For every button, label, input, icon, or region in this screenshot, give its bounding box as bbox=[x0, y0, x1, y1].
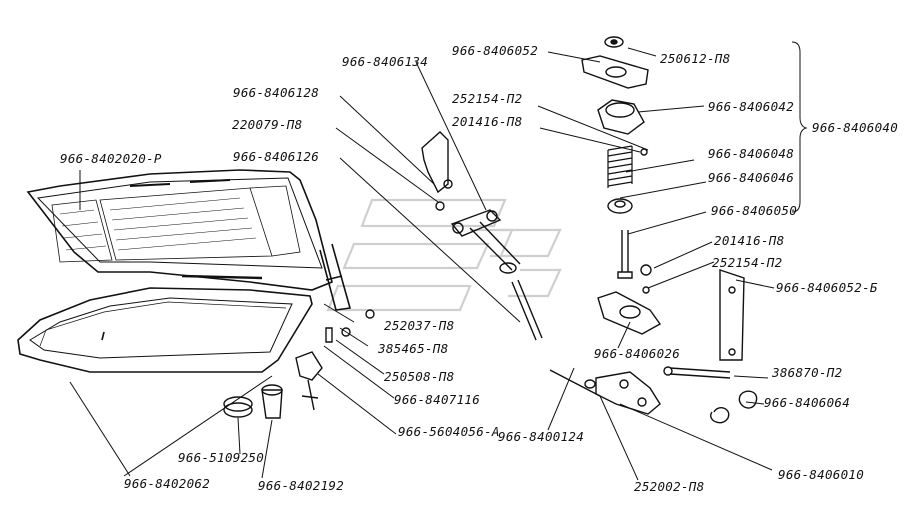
label-201416-p8-bottom: 201416-П8 bbox=[714, 233, 785, 248]
label-252037-p8: 252037-П8 bbox=[384, 318, 455, 333]
label-250508-p8: 250508-П8 bbox=[384, 369, 455, 384]
label-201416-p8-top: 201416-П8 bbox=[452, 114, 523, 129]
hood-assembly bbox=[17, 169, 352, 373]
label-966-8406040: 966-8406040 bbox=[812, 120, 899, 135]
watermark-logo bbox=[326, 198, 562, 312]
label-252154-p2-bottom: 252154-П2 bbox=[712, 255, 783, 270]
label-966-8406126: 966-8406126 bbox=[233, 149, 320, 164]
label-385465-p8: 385465-П8 bbox=[378, 341, 449, 356]
label-966-8406026: 966-8406026 bbox=[594, 346, 681, 361]
leader-lines bbox=[69, 41, 808, 481]
label-966-8402020-r: 966-8402020-Р bbox=[60, 151, 162, 166]
label-966-5109250: 966-5109250 bbox=[178, 450, 265, 465]
label-966-8406046: 966-8406046 bbox=[708, 170, 795, 185]
label-966-8402062: 966-8402062 bbox=[124, 476, 211, 491]
label-966-8407116: 966-8407116 bbox=[394, 392, 481, 407]
label-966-8402192: 966-8402192 bbox=[258, 478, 345, 493]
label-966-5604056-a: 966-5604056-А bbox=[398, 424, 500, 439]
label-966-8406010: 966-8406010 bbox=[778, 467, 865, 482]
label-966-8406042: 966-8406042 bbox=[708, 99, 795, 114]
label-966-8406064: 966-8406064 bbox=[764, 395, 851, 410]
label-252154-p2-top: 252154-П2 bbox=[452, 91, 523, 106]
label-250612-p8: 250612-П8 bbox=[660, 51, 731, 66]
label-966-8406052-b: 966-8406052-Б bbox=[776, 280, 878, 295]
label-966-8400124: 966-8400124 bbox=[498, 429, 585, 444]
label-220079-p8: 220079-П8 bbox=[232, 117, 303, 132]
label-966-8406050: 966-8406050 bbox=[711, 203, 798, 218]
label-966-8406052: 966-8406052 bbox=[452, 43, 539, 58]
label-386870-p2: 386870-П2 bbox=[772, 365, 843, 380]
label-966-8406134: 966-8406134 bbox=[342, 54, 429, 69]
label-966-8406048: 966-8406048 bbox=[708, 146, 795, 161]
parts bbox=[223, 36, 758, 424]
label-966-8406128: 966-8406128 bbox=[233, 85, 320, 100]
label-252002-p8: 252002-П8 bbox=[634, 479, 705, 494]
